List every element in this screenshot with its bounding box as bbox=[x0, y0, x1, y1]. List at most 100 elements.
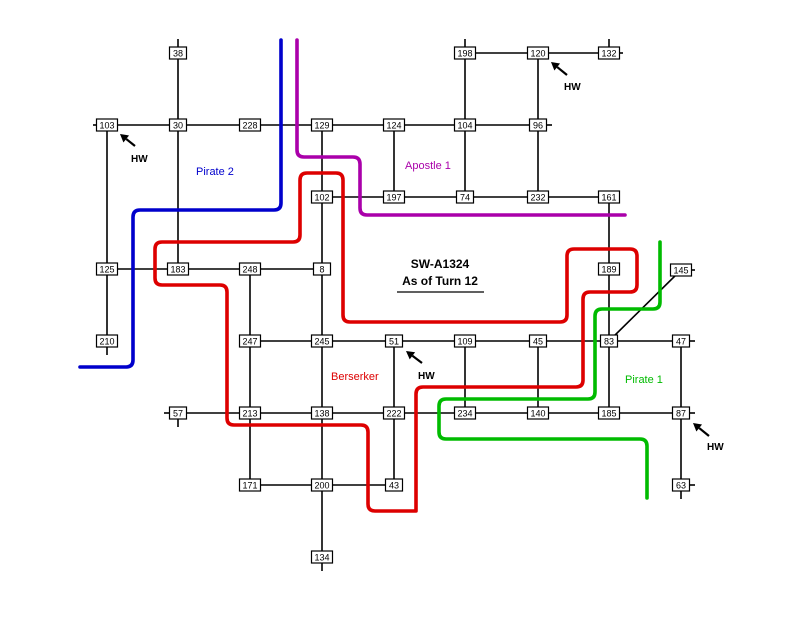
system-node[interactable]: 245 bbox=[310, 334, 334, 348]
system-node[interactable]: 247 bbox=[238, 334, 262, 348]
system-node[interactable]: 198 bbox=[453, 46, 477, 60]
system-node-box bbox=[669, 263, 693, 277]
system-node[interactable]: 120 bbox=[526, 46, 550, 60]
system-node[interactable]: 45 bbox=[528, 334, 548, 348]
map-title-line2: As of Turn 12 bbox=[402, 274, 478, 288]
system-node[interactable]: 96 bbox=[528, 118, 548, 132]
territory-borders-layer bbox=[78, 38, 662, 513]
system-node[interactable]: 51 bbox=[384, 334, 404, 348]
system-node[interactable]: 210 bbox=[95, 334, 119, 348]
system-node-label: 63 bbox=[676, 481, 686, 491]
system-node-label: 51 bbox=[389, 337, 399, 347]
system-node[interactable]: 183 bbox=[166, 262, 190, 276]
system-node-box bbox=[453, 46, 477, 60]
system-node[interactable]: 129 bbox=[310, 118, 334, 132]
system-node[interactable]: 171 bbox=[238, 478, 262, 492]
system-node-label: 124 bbox=[386, 121, 401, 131]
pirate2-border bbox=[78, 38, 283, 369]
system-node[interactable]: 232 bbox=[526, 190, 550, 204]
system-node-box bbox=[526, 406, 550, 420]
system-node-label: 102 bbox=[314, 193, 329, 203]
system-node[interactable]: 200 bbox=[310, 478, 334, 492]
home-world-arrow-shaft bbox=[698, 427, 710, 437]
system-node-box bbox=[671, 334, 691, 348]
system-node-box bbox=[168, 406, 188, 420]
system-node-box bbox=[168, 118, 188, 132]
home-world-arrow-shaft bbox=[125, 138, 136, 147]
system-node-label: 138 bbox=[314, 409, 329, 419]
home-world-marker: HW bbox=[406, 351, 435, 382]
system-node-label: 132 bbox=[601, 49, 616, 59]
system-node[interactable]: 132 bbox=[597, 46, 621, 60]
system-node-box bbox=[597, 46, 621, 60]
system-node-box bbox=[597, 190, 621, 204]
system-node-box bbox=[95, 334, 119, 348]
system-node[interactable]: 83 bbox=[599, 334, 619, 348]
system-node[interactable]: 43 bbox=[384, 478, 404, 492]
system-node-box bbox=[382, 118, 406, 132]
system-node-label: 213 bbox=[242, 409, 257, 419]
system-node[interactable]: 103 bbox=[95, 118, 119, 132]
system-node-label: 185 bbox=[601, 409, 616, 419]
system-node-box bbox=[95, 262, 119, 276]
system-node[interactable]: 222 bbox=[382, 406, 406, 420]
system-node-box bbox=[597, 262, 621, 276]
system-node[interactable]: 87 bbox=[671, 406, 691, 420]
system-node[interactable]: 30 bbox=[168, 118, 188, 132]
system-node[interactable]: 140 bbox=[526, 406, 550, 420]
system-node-label: 197 bbox=[386, 193, 401, 203]
system-node[interactable]: 104 bbox=[453, 118, 477, 132]
system-node-label: 30 bbox=[173, 121, 183, 131]
berserker-label: Berserker bbox=[331, 371, 379, 383]
system-node-box bbox=[455, 190, 475, 204]
system-node[interactable]: 74 bbox=[455, 190, 475, 204]
system-node-label: 198 bbox=[457, 49, 472, 59]
system-node[interactable]: 185 bbox=[597, 406, 621, 420]
system-node[interactable]: 138 bbox=[310, 406, 334, 420]
system-node[interactable]: 228 bbox=[238, 118, 262, 132]
system-node-box bbox=[238, 118, 262, 132]
pirate1-border bbox=[437, 240, 662, 500]
system-node[interactable]: 125 bbox=[95, 262, 119, 276]
system-node-label: 109 bbox=[457, 337, 472, 347]
system-node-box bbox=[238, 334, 262, 348]
system-node-box bbox=[310, 334, 334, 348]
system-node-label: 210 bbox=[99, 337, 114, 347]
apostle1-border bbox=[295, 38, 627, 217]
system-node-label: 120 bbox=[530, 49, 545, 59]
system-node-box bbox=[526, 190, 550, 204]
system-node[interactable]: 189 bbox=[597, 262, 621, 276]
system-node[interactable]: 102 bbox=[310, 190, 334, 204]
system-node[interactable]: 38 bbox=[168, 46, 188, 60]
system-node[interactable]: 145 bbox=[669, 263, 693, 277]
system-node[interactable]: 63 bbox=[671, 478, 691, 492]
system-node[interactable]: 47 bbox=[671, 334, 691, 348]
system-node[interactable]: 57 bbox=[168, 406, 188, 420]
system-node-label: 45 bbox=[533, 337, 543, 347]
system-node[interactable]: 234 bbox=[453, 406, 477, 420]
system-node-box bbox=[384, 334, 404, 348]
system-node-label: 129 bbox=[314, 121, 329, 131]
home-world-label: HW bbox=[131, 154, 148, 165]
system-node-label: 87 bbox=[676, 409, 686, 419]
system-node[interactable]: 109 bbox=[453, 334, 477, 348]
system-node-box bbox=[168, 46, 188, 60]
system-node[interactable]: 134 bbox=[310, 550, 334, 564]
system-node-box bbox=[453, 406, 477, 420]
system-node-label: 171 bbox=[242, 481, 257, 491]
connection-line bbox=[608, 269, 682, 342]
system-node-box bbox=[382, 190, 406, 204]
system-node[interactable]: 248 bbox=[238, 262, 262, 276]
system-node-label: 83 bbox=[604, 337, 614, 347]
system-node[interactable]: 213 bbox=[238, 406, 262, 420]
system-node-box bbox=[310, 478, 334, 492]
system-node-label: 200 bbox=[314, 481, 329, 491]
system-node[interactable]: 161 bbox=[597, 190, 621, 204]
system-node-label: 104 bbox=[457, 121, 472, 131]
system-node[interactable]: 197 bbox=[382, 190, 406, 204]
system-node[interactable]: 124 bbox=[382, 118, 406, 132]
system-node-label: 189 bbox=[601, 265, 616, 275]
system-node[interactable]: 8 bbox=[312, 262, 332, 276]
home-world-arrow-icon bbox=[406, 351, 416, 360]
